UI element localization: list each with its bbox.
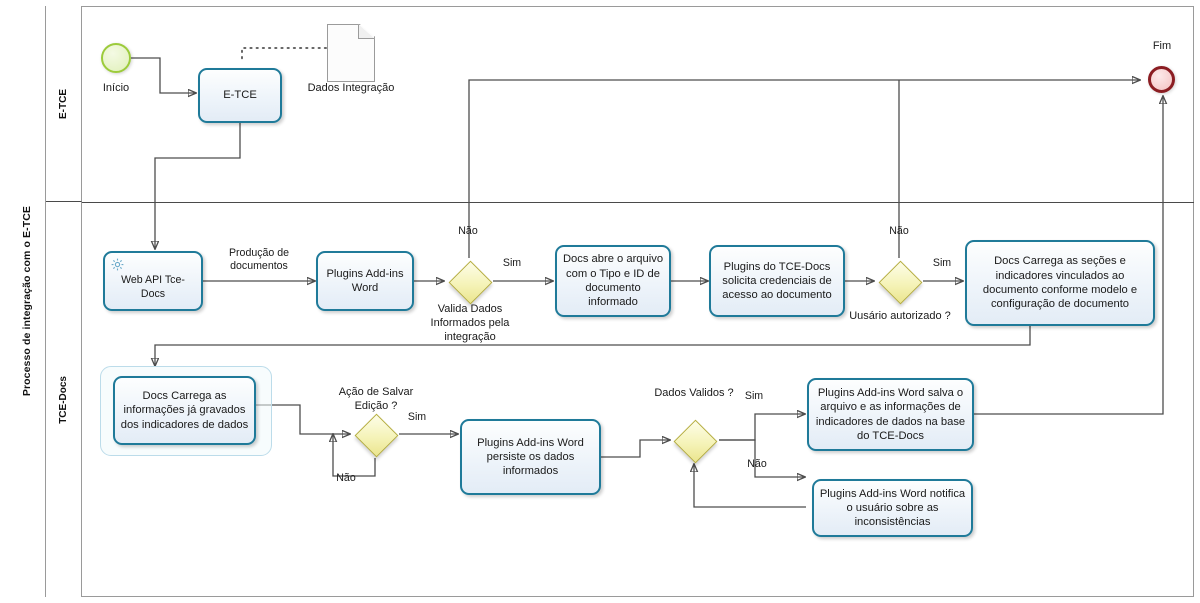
task-plugins-addins-word[interactable]: Plugins Add-ins Word — [316, 251, 414, 311]
start-event-inicio[interactable] — [101, 43, 131, 73]
data-object-dados-integracao[interactable] — [327, 24, 375, 82]
gateway-diamond-icon — [673, 419, 717, 463]
flow-label-valida-nao: Não — [458, 225, 478, 237]
gateway-acao-salvar-label: Ação de Salvar Edição ? — [338, 386, 414, 412]
task-web-api-label: Web API Tce-Docs — [121, 274, 185, 300]
task-docs-abre-arquivo-label: Docs abre o arquivo com o Tipo e ID de d… — [562, 253, 664, 309]
task-plugins-addins-word-label: Plugins Add-ins Word — [326, 267, 404, 294]
flow-label-valida-sim: Sim — [502, 257, 522, 269]
task-notifica-usuario-label: Plugins Add-ins Word notifica o usuário … — [819, 487, 966, 529]
pool-title: Processo de integração com o E-TCE — [8, 6, 46, 597]
task-etce-label: E-TCE — [223, 89, 257, 102]
task-solicita-credenciais-label: Plugins do TCE-Docs solicita credenciais… — [722, 260, 832, 302]
end-event-label: Fim — [1152, 40, 1172, 52]
gateway-valida-dados[interactable] — [448, 260, 492, 304]
flow-label-autorizado-sim: Sim — [932, 257, 952, 269]
gateway-valida-dados-label: Valida Dados Informados pela integração — [430, 303, 510, 343]
task-carrega-informacoes-label: Docs Carrega as informações já gravados … — [120, 390, 249, 431]
gateway-dados-validos[interactable] — [673, 419, 717, 463]
task-carrega-informacoes[interactable]: Docs Carrega as informações já gravados … — [113, 376, 256, 445]
task-salva-arquivo-label: Plugins Add-ins Word salva o arquivo e a… — [815, 386, 966, 442]
flow-label-autorizado-nao: Não — [889, 225, 909, 237]
flow-label-validos-nao: Não — [747, 458, 767, 470]
task-solicita-credenciais[interactable]: Plugins do TCE-Docs solicita credenciais… — [709, 245, 845, 317]
task-docs-abre-arquivo[interactable]: Docs abre o arquivo com o Tipo e ID de d… — [555, 245, 671, 317]
task-persiste-dados[interactable]: Plugins Add-ins Word persiste os dados i… — [460, 419, 601, 495]
pool-title-label: Processo de integração com o E-TCE — [20, 206, 33, 397]
task-carrega-secoes[interactable]: Docs Carrega as seções e indicadores vin… — [965, 240, 1155, 326]
task-etce[interactable]: E-TCE — [198, 68, 282, 123]
task-persiste-dados-label: Plugins Add-ins Word persiste os dados i… — [477, 436, 584, 478]
task-salva-arquivo[interactable]: Plugins Add-ins Word salva o arquivo e a… — [807, 378, 974, 451]
flow-label-validos-sim: Sim — [744, 390, 764, 402]
flow-label-producao-documentos: Produção de documentos — [228, 247, 290, 273]
lane-divider — [82, 202, 1194, 203]
flow-label-salvar-sim: Sim — [407, 411, 427, 423]
gateway-diamond-icon — [354, 413, 398, 457]
end-event-fim[interactable] — [1148, 66, 1175, 93]
task-notifica-usuario[interactable]: Plugins Add-ins Word notifica o usuário … — [812, 479, 973, 537]
flow-label-salvar-nao: Não — [336, 472, 356, 484]
data-object-label: Dados Integração — [307, 82, 395, 94]
lane-label-tcedocs: TCE-Docs — [58, 375, 69, 424]
gateway-dados-validos-label: Dados Validos ? — [654, 387, 734, 399]
gateway-diamond-icon — [448, 260, 492, 304]
task-carrega-secoes-label: Docs Carrega as seções e indicadores vin… — [982, 255, 1138, 311]
task-web-api-tce-docs[interactable]: Web API Tce-Docs — [103, 251, 203, 311]
gear-icon — [111, 258, 124, 271]
lane-title-tcedocs: TCE-Docs — [46, 202, 82, 597]
gateway-diamond-icon — [878, 260, 922, 304]
gateway-usuario-autorizado-label: Uusário autorizado ? — [849, 310, 951, 322]
lane-title-etce: E-TCE — [46, 6, 82, 202]
gateway-usuario-autorizado[interactable] — [878, 260, 922, 304]
start-event-label: Início — [102, 82, 130, 94]
lane-label-etce: E-TCE — [58, 88, 69, 119]
gateway-acao-salvar[interactable] — [354, 413, 398, 457]
